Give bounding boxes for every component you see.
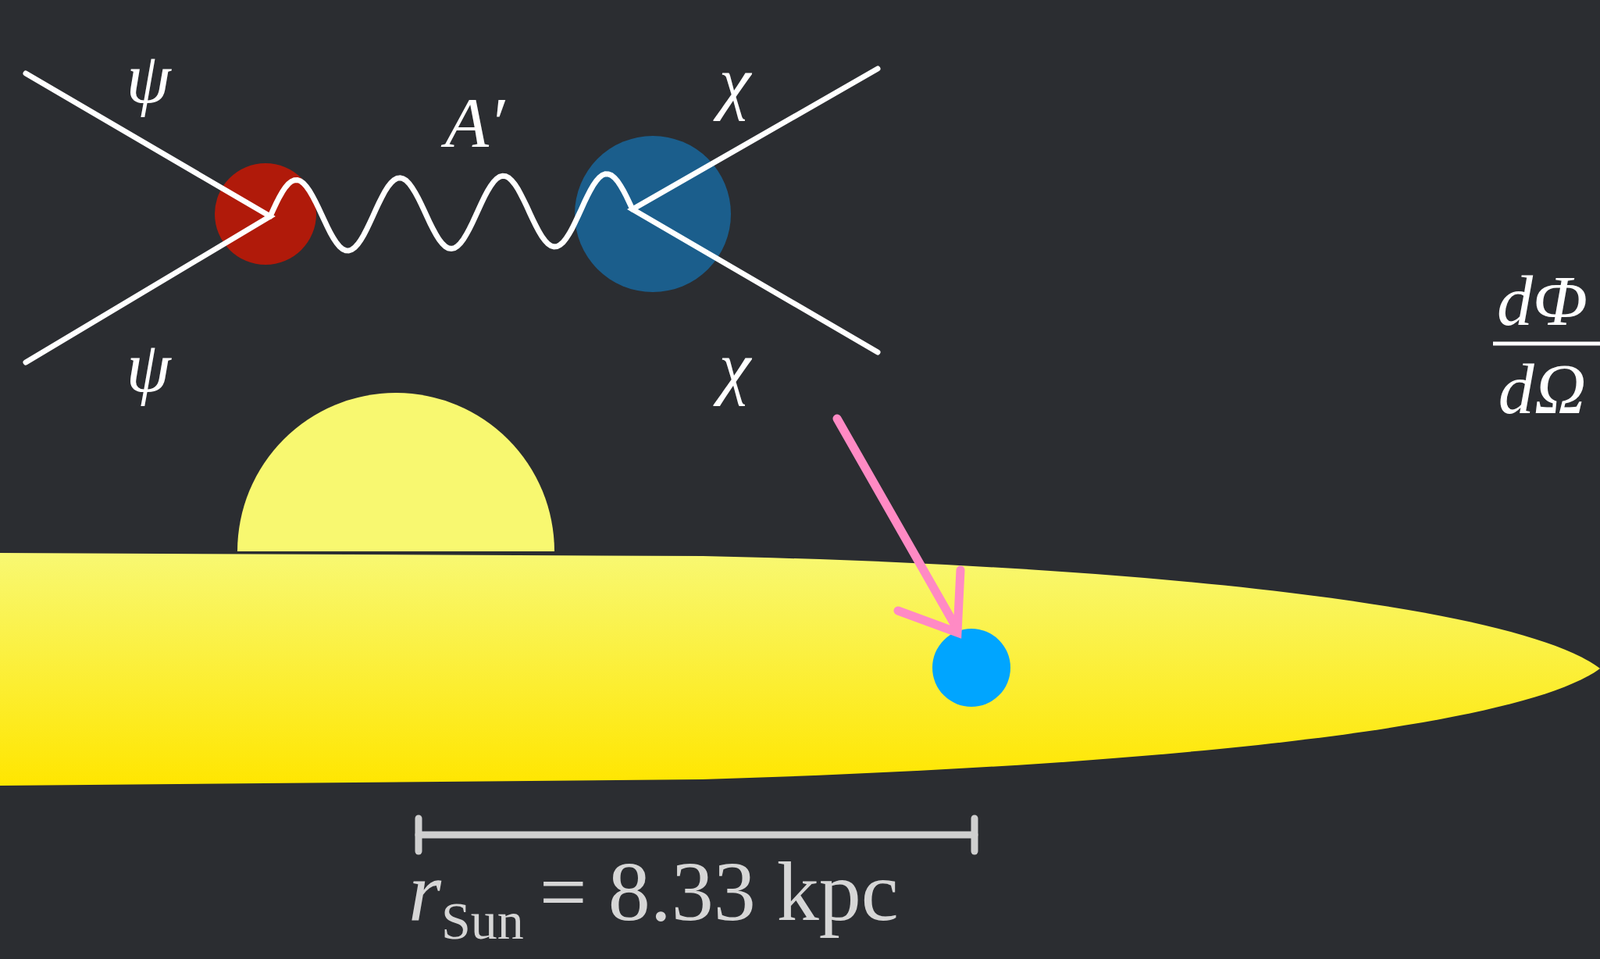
scale-label: rSun= 8.33 kpc xyxy=(408,849,899,934)
particle-label: χ xyxy=(719,46,751,118)
mediator-label: A′ xyxy=(445,86,505,159)
scale-bar xyxy=(418,818,975,852)
radius-symbol: r xyxy=(408,849,442,934)
flux-denominator: dΩ xyxy=(1498,352,1587,425)
galactic-disk xyxy=(0,552,1600,786)
vertex-blob-blue xyxy=(574,135,731,293)
particle-label: χ xyxy=(719,331,751,403)
pink-arrow xyxy=(837,418,961,633)
fraction-bar xyxy=(1493,342,1600,346)
galactic-bulge xyxy=(237,392,555,552)
particle-label: ψ xyxy=(125,42,171,115)
sun-dot xyxy=(932,628,1011,707)
flux-numerator: dΦ xyxy=(1496,264,1588,337)
distance-value: = 8.33 kpc xyxy=(539,849,899,934)
subscript: Sun xyxy=(441,894,524,948)
particle-label: ψ xyxy=(125,331,171,403)
